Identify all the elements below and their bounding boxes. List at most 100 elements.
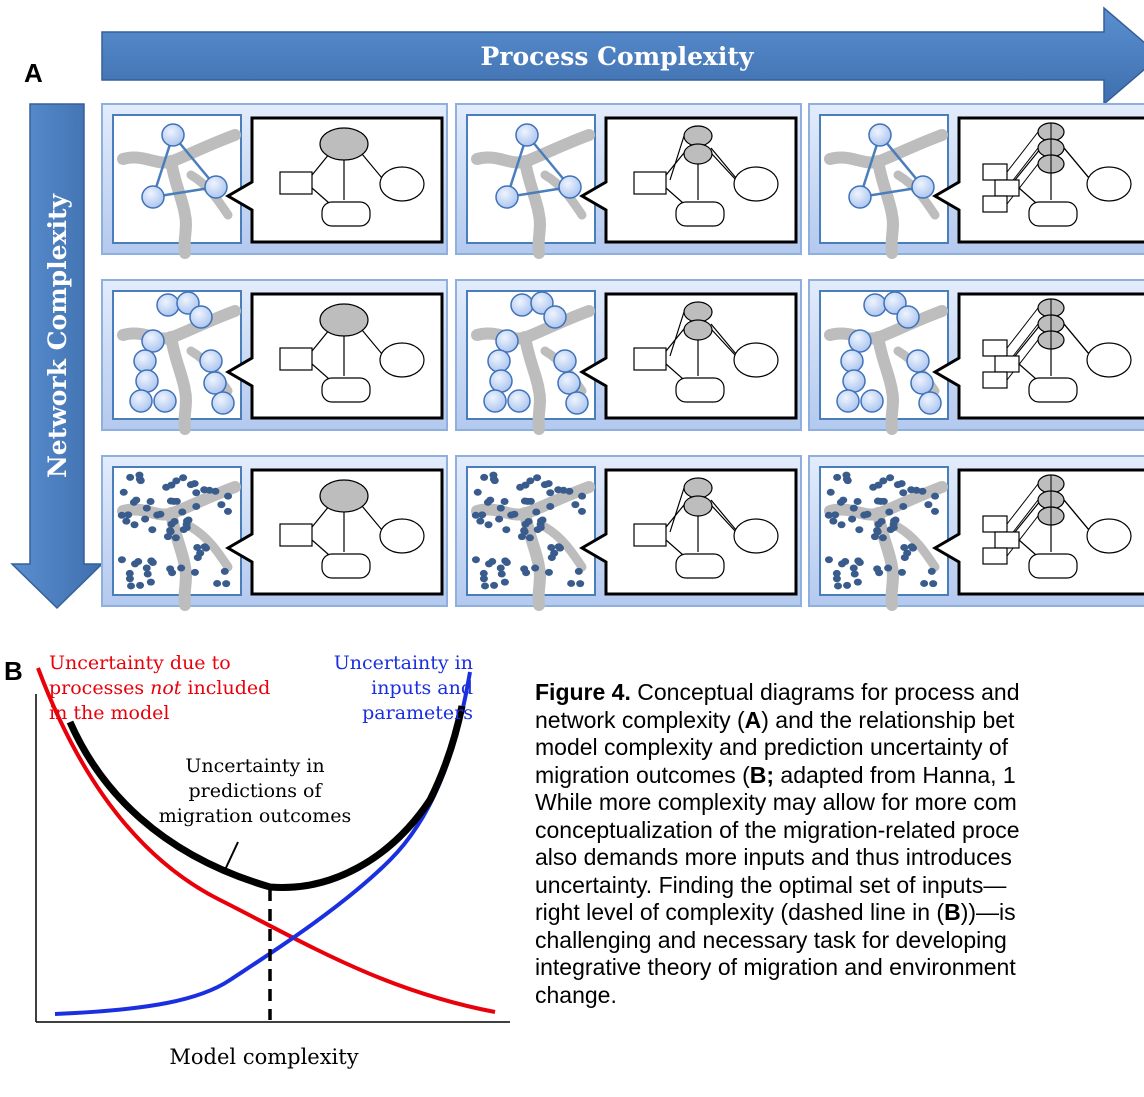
agent-dot bbox=[517, 533, 526, 541]
agent-dot bbox=[480, 473, 489, 481]
agent-dot bbox=[546, 502, 555, 510]
agent-dot bbox=[877, 517, 886, 525]
process-bubble bbox=[225, 468, 444, 596]
link-line bbox=[710, 499, 737, 531]
agent-dot bbox=[849, 564, 858, 572]
agent-dot bbox=[920, 579, 929, 587]
input-box bbox=[279, 347, 313, 371]
input-box bbox=[982, 371, 1008, 389]
agent-dot bbox=[171, 534, 180, 542]
agent-dot bbox=[168, 569, 177, 577]
link-line bbox=[1063, 499, 1090, 531]
panel-b-letter: B bbox=[4, 656, 23, 686]
link-line bbox=[1006, 131, 1039, 173]
agent-node bbox=[489, 369, 513, 393]
agent-node bbox=[129, 389, 153, 413]
link-line bbox=[711, 505, 737, 533]
agent-node bbox=[133, 349, 157, 373]
agent-node bbox=[153, 389, 177, 413]
agent-dot bbox=[169, 497, 178, 505]
panel-a-letter: A bbox=[24, 58, 43, 88]
process-ellipse bbox=[319, 303, 369, 337]
red-curve-label: Uncertainty due to processes not include… bbox=[49, 652, 270, 724]
input-box bbox=[279, 171, 313, 195]
process-ellipse bbox=[683, 301, 713, 323]
river-main bbox=[872, 507, 899, 611]
input-box bbox=[994, 355, 1020, 373]
agent-node bbox=[161, 123, 185, 147]
agent-dot bbox=[849, 504, 858, 512]
figure-caption: Figure 4. Conceptual diagrams for proces… bbox=[535, 679, 1144, 1009]
agent-dot bbox=[533, 474, 542, 482]
agent-dot bbox=[516, 483, 525, 491]
caption-line: change. bbox=[535, 981, 617, 1008]
black-label-line2: predictions of bbox=[188, 780, 323, 802]
link-line bbox=[710, 147, 737, 179]
agent-node bbox=[135, 369, 159, 393]
agent-node bbox=[860, 389, 884, 413]
river-main bbox=[519, 331, 546, 435]
agent-dot bbox=[576, 580, 585, 588]
agent-dot bbox=[855, 526, 864, 534]
agent-node bbox=[840, 349, 864, 373]
agent-dot bbox=[148, 526, 157, 534]
cell-more-nodes-two-processes bbox=[455, 279, 802, 435]
agent-dot bbox=[930, 507, 939, 515]
agent-dot bbox=[929, 580, 938, 588]
blue-curve-label: Uncertainty in inputs and parameters bbox=[334, 652, 473, 724]
agent-dot bbox=[223, 507, 232, 515]
input-box bbox=[633, 347, 667, 371]
agent-dot bbox=[124, 511, 133, 519]
agent-dot bbox=[523, 497, 532, 505]
agent-dot bbox=[172, 477, 181, 485]
link-line bbox=[1014, 499, 1042, 533]
river-tributary bbox=[186, 522, 233, 572]
agent-dot bbox=[193, 543, 202, 551]
caption-ref: B bbox=[944, 899, 961, 925]
river-main bbox=[519, 507, 546, 611]
process-bubble bbox=[225, 292, 444, 420]
agent-dot bbox=[522, 569, 531, 577]
agent-dot bbox=[554, 543, 563, 551]
x-axis-label: Model complexity bbox=[169, 1045, 358, 1069]
blue-label-line3: parameters bbox=[362, 702, 473, 724]
agent-dot bbox=[826, 488, 835, 496]
agent-dot bbox=[853, 498, 862, 506]
agent-dot bbox=[875, 569, 884, 577]
agent-dot bbox=[117, 511, 126, 519]
agent-dot bbox=[146, 498, 155, 506]
agent-dot bbox=[879, 477, 888, 485]
outcome-ellipse bbox=[733, 342, 779, 378]
agent-dot bbox=[213, 579, 222, 587]
agent-node bbox=[141, 329, 165, 353]
agent-node bbox=[141, 185, 165, 209]
agent-dot bbox=[824, 556, 833, 564]
agent-dot bbox=[490, 581, 499, 589]
agent-dot bbox=[927, 567, 936, 575]
process-ellipse bbox=[683, 319, 713, 341]
black-label-line3: migration outcomes bbox=[159, 805, 352, 827]
agent-node bbox=[848, 185, 872, 209]
agent-dot bbox=[536, 524, 545, 532]
agent-dot bbox=[870, 533, 879, 541]
agent-dot bbox=[578, 492, 587, 500]
agent-dot bbox=[854, 557, 863, 565]
agent-dot bbox=[931, 492, 940, 500]
agent-dot bbox=[524, 517, 533, 525]
agent-dot bbox=[550, 549, 559, 557]
agent-dot bbox=[899, 489, 908, 497]
agent-node bbox=[836, 389, 860, 413]
agent-dot bbox=[132, 496, 141, 504]
agent-dot bbox=[824, 511, 833, 519]
network-complexity-label: Network Complexity bbox=[43, 192, 72, 478]
agent-dot bbox=[829, 517, 838, 525]
outcome-node bbox=[1028, 553, 1078, 579]
uncertainty-chart: Uncertainty due to processes not include… bbox=[35, 652, 510, 1069]
agent-dot bbox=[147, 557, 156, 565]
cell-few-nodes-one-process bbox=[101, 103, 448, 259]
agent-dot bbox=[496, 504, 505, 512]
agent-node bbox=[203, 371, 227, 395]
outcome-node bbox=[321, 553, 371, 579]
black-label-line1: Uncertainty in bbox=[185, 755, 324, 777]
agent-dot bbox=[205, 486, 214, 494]
